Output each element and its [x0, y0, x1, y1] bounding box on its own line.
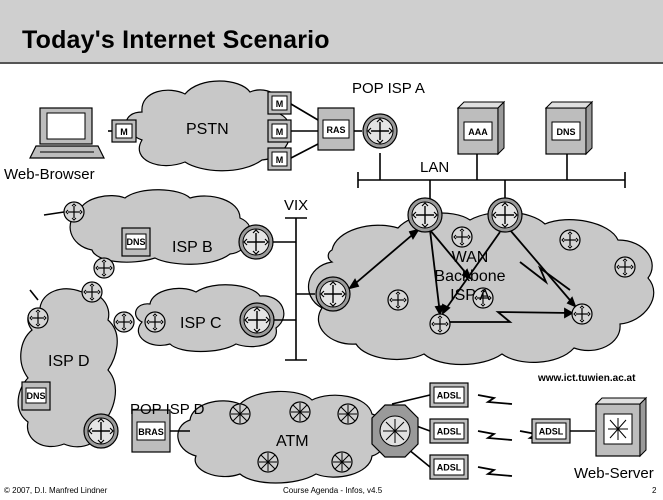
- footer-copyright: © 2007, D.I. Manfred Lindner: [4, 486, 108, 495]
- isp-d-router-icon: [113, 311, 135, 333]
- wan-router-icon: [571, 303, 593, 325]
- isp-b-edge-router-icon: [93, 257, 115, 279]
- lan-label: LAN: [420, 159, 449, 176]
- svg-text:AAA: AAA: [468, 127, 488, 137]
- isp-b-edge-router-icon: [63, 201, 85, 223]
- modem-browser: M: [111, 119, 137, 143]
- vix-label: VIX: [284, 197, 308, 214]
- atm-switch-icon: [257, 451, 279, 473]
- wan-label-line1: WAN: [452, 249, 489, 266]
- atm-switch-icon: [337, 403, 359, 425]
- svg-text:ADSL: ADSL: [437, 391, 462, 401]
- network-diagram: M M M M RAS AAA: [4, 80, 655, 484]
- wan-router-vix-icon: [315, 276, 351, 312]
- svg-text:ADSL: ADSL: [437, 463, 462, 473]
- wan-router-icon: [451, 226, 473, 248]
- atm-switch-icon: [289, 401, 311, 423]
- pstn-label: PSTN: [186, 121, 229, 138]
- modem-label: M: [120, 127, 128, 137]
- wan-label-line3: ISP A: [450, 287, 490, 304]
- bras-server: BRAS: [131, 409, 171, 453]
- website-url: www.ict.tuwien.ac.at: [537, 373, 636, 384]
- wan-router-1-icon: [407, 197, 443, 233]
- adsl-modem-1: ADSL: [429, 382, 469, 408]
- dns-server-a: DNS: [544, 100, 594, 156]
- ras-server: RAS: [317, 107, 355, 151]
- pop-isp-d-label: POP ISP D: [130, 401, 205, 418]
- wan-label-line2: Backbone: [434, 268, 505, 285]
- svg-text:M: M: [276, 99, 284, 109]
- isp-b-cloud: [69, 189, 252, 265]
- svg-text:DNS: DNS: [26, 391, 45, 401]
- wan-router-icon: [559, 229, 581, 251]
- svg-text:DNS: DNS: [126, 237, 145, 247]
- wan-router-icon: [429, 313, 451, 335]
- links: [29, 103, 626, 468]
- svg-text:M: M: [276, 155, 284, 165]
- isp-c-cloud: [134, 284, 285, 353]
- svg-text:ADSL: ADSL: [539, 427, 564, 437]
- wan-router-2-icon: [487, 197, 523, 233]
- modem-2: M: [267, 119, 292, 143]
- web-browser-label: Web-Browser: [4, 166, 95, 183]
- pstn-cloud: [125, 80, 291, 172]
- slide-title: Today's Internet Scenario: [22, 26, 330, 54]
- isp-c-border-router-icon: [239, 302, 275, 338]
- pop-d-router-icon: [83, 413, 119, 449]
- web-browser-pc-icon: [29, 107, 105, 159]
- isp-d-router-icon: [81, 281, 103, 303]
- svg-text:DNS: DNS: [556, 127, 575, 137]
- wan-router-icon: [614, 256, 636, 278]
- title-bar: Today's Internet Scenario: [0, 0, 663, 64]
- isp-c-label: ISP C: [180, 315, 222, 332]
- dns-server-b: DNS: [121, 227, 151, 257]
- modem-1: M: [267, 91, 292, 115]
- dns-server-d: DNS: [21, 381, 51, 411]
- atm-label: ATM: [276, 433, 309, 450]
- aaa-server: AAA: [456, 100, 506, 156]
- adsl-modem-server: ADSL: [531, 418, 571, 444]
- page-number: 2: [652, 486, 657, 495]
- modem-3: M: [267, 147, 292, 171]
- isp-d-label: ISP D: [48, 353, 90, 370]
- web-server-icon: [594, 396, 648, 458]
- pop-isp-a-label: POP ISP A: [352, 80, 425, 97]
- wan-arrows: [348, 228, 577, 323]
- svg-text:M: M: [276, 127, 284, 137]
- atm-switch-icon: [229, 403, 251, 425]
- isp-b-border-router-icon: [238, 224, 274, 260]
- svg-text:BRAS: BRAS: [138, 427, 164, 437]
- svg-text:RAS: RAS: [326, 125, 345, 135]
- pop-a-router-icon: [362, 113, 398, 149]
- web-server-label: Web-Server: [574, 465, 654, 482]
- adsl-modem-3: ADSL: [429, 454, 469, 480]
- isp-d-router-icon: [27, 307, 49, 329]
- wan-router-icon: [387, 289, 409, 311]
- dslam-switch-icon: [371, 404, 419, 458]
- footer-course: Course Agenda - Infos, v4.5: [283, 486, 383, 495]
- isp-c-edge-router-icon: [144, 311, 166, 333]
- adsl-modem-2: ADSL: [429, 418, 469, 444]
- isp-b-label: ISP B: [172, 239, 213, 256]
- svg-text:ADSL: ADSL: [437, 427, 462, 437]
- atm-switch-icon: [331, 451, 353, 473]
